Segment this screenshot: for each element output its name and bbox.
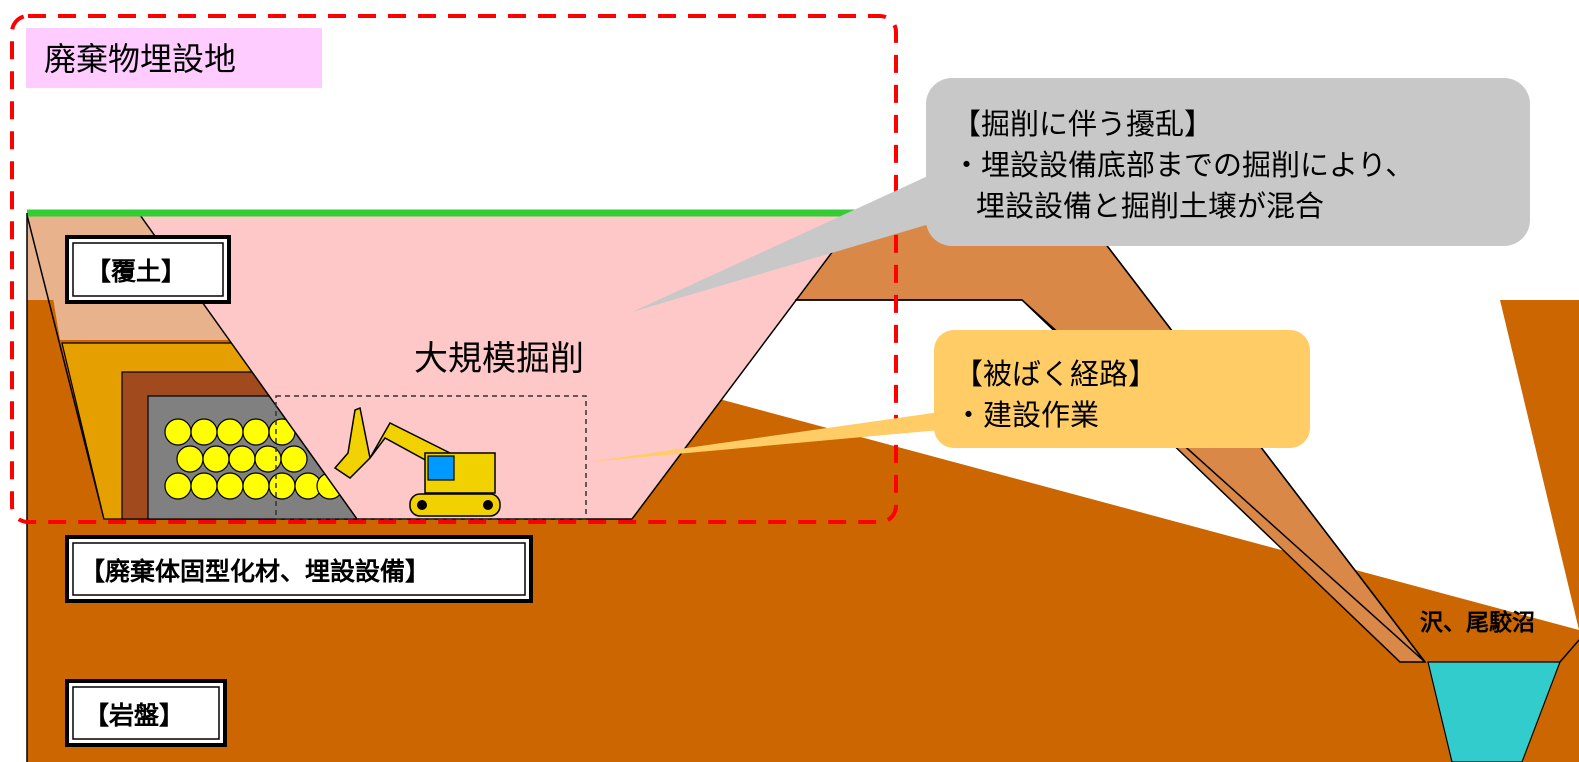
waste-drum [280, 445, 308, 473]
waste-drum [190, 472, 218, 500]
disturbance-callout-line3: 埋設設備と掘削土壌が混合 [976, 189, 1324, 223]
valley-right-bank [1559, 639, 1579, 663]
title-box [26, 28, 322, 88]
waste-drums [164, 418, 344, 500]
waste-drum [216, 418, 244, 446]
waste-drum [254, 445, 282, 473]
excavator-icon [333, 406, 501, 517]
exposure-callout-pointer [588, 412, 940, 462]
water-body [1427, 661, 1561, 762]
page-title: 廃棄物埋設地 [44, 40, 236, 78]
waste-drum [164, 418, 192, 446]
waste-drum [242, 418, 270, 446]
waste-site-boundary [10, 14, 898, 524]
waste-drum [202, 445, 230, 473]
left-slope-line [26, 214, 105, 520]
disturbance-callout-pointer [632, 175, 960, 312]
waste-drum [268, 472, 296, 500]
bedrock-label: 【岩盤】 [84, 701, 184, 730]
waste-drum [176, 445, 204, 473]
waste-drum [190, 418, 218, 446]
bedrock-outline [795, 299, 1426, 663]
waste-drum [242, 472, 270, 500]
excavation-label: 大規模掘削 [414, 339, 584, 379]
work-area-box [275, 395, 587, 520]
waste-drum [228, 445, 256, 473]
river-label: 沢、尾駮沼 [1420, 609, 1535, 636]
waste-drum [164, 472, 192, 500]
exposure-callout-line1: 【被ばく経路】 [954, 357, 1157, 391]
waste-drum [216, 472, 244, 500]
disturbance-callout-line2: ・埋設設備底部までの掘削により、 [952, 148, 1414, 182]
disturbance-callout [926, 78, 1530, 246]
waste-facility-label: 【廃棄体固型化材、埋設設備】 [80, 557, 430, 586]
disturbance-callout-line1: 【掘削に伴う擾乱】 [952, 107, 1213, 141]
exposure-callout-line2: ・建設作業 [954, 398, 1099, 432]
cover-soil-label: 【覆土】 [86, 257, 186, 286]
exposure-callout [934, 330, 1310, 448]
